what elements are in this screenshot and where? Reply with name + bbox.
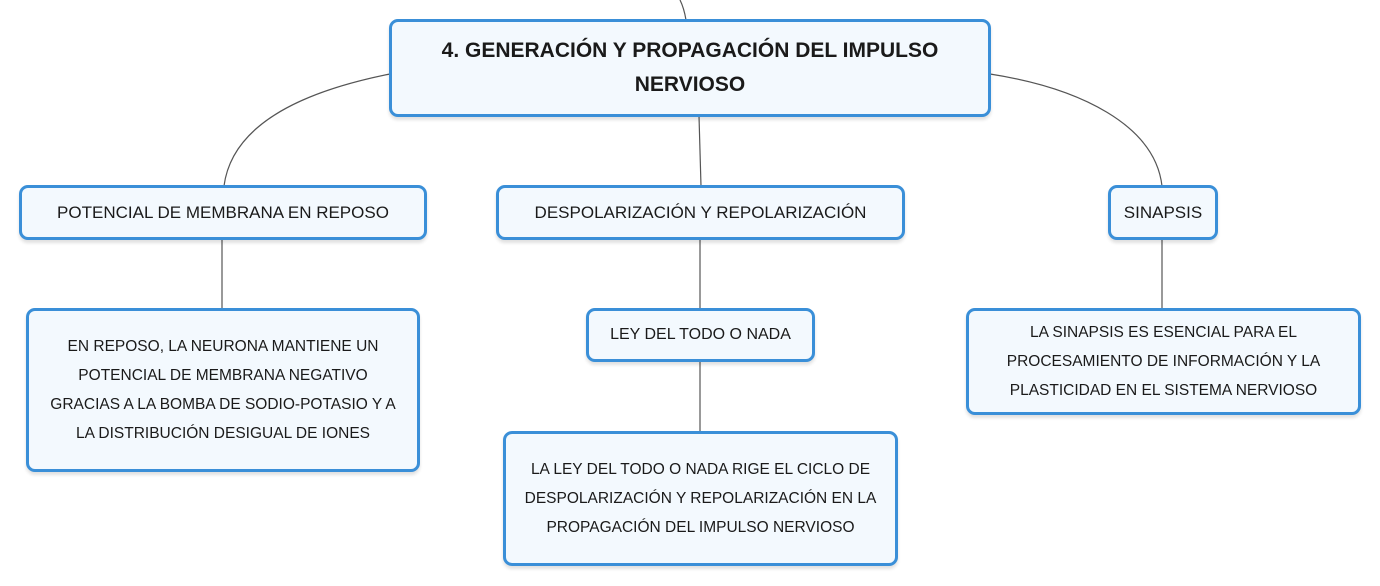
- sinapsis-detail-text: LA SINAPSIS ES ESENCIAL PARA EL PROCESAM…: [1006, 324, 1321, 399]
- sinapsis-detail-node[interactable]: LA SINAPSIS ES ESENCIAL PARA EL PROCESAM…: [966, 308, 1361, 415]
- branch-sinapsis-label: SINAPSIS: [1123, 202, 1203, 222]
- ley-detail-text: LA LEY DEL TODO O NADA RIGE EL CICLO DE …: [524, 461, 877, 536]
- connector-root-to-despolarizacion: [698, 115, 702, 187]
- branch-sinapsis-node[interactable]: SINAPSIS: [1108, 185, 1218, 240]
- branch-despolarizacion-node[interactable]: DESPOLARIZACIÓN Y REPOLARIZACIÓN: [496, 185, 905, 240]
- ley-del-todo-o-nada-node[interactable]: LEY DEL TODO O NADA: [586, 308, 815, 362]
- connector-root-to-potencial: [223, 73, 391, 187]
- root-topic-text: 4. GENERACIÓN Y PROPAGACIÓN DEL IMPULSO …: [441, 39, 939, 96]
- branch-potencial-de-membrana-label: POTENCIAL DE MEMBRANA EN REPOSO: [57, 202, 389, 222]
- root-topic-node[interactable]: 4. GENERACIÓN Y PROPAGACIÓN DEL IMPULSO …: [389, 19, 991, 117]
- branch-despolarizacion-label: DESPOLARIZACIÓN Y REPOLARIZACIÓN: [534, 202, 867, 222]
- connector-root-to-sinapsis: [989, 73, 1163, 187]
- branch-potencial-de-membrana-node[interactable]: POTENCIAL DE MEMBRANA EN REPOSO: [19, 185, 427, 240]
- potencial-detail-node[interactable]: EN REPOSO, LA NEURONA MANTIENE UN POTENC…: [26, 308, 420, 472]
- ley-del-todo-o-nada-label: LEY DEL TODO O NADA: [610, 326, 791, 343]
- ley-detail-node[interactable]: LA LEY DEL TODO O NADA RIGE EL CICLO DE …: [503, 431, 898, 566]
- connector-root-parent: [679, 0, 687, 21]
- potencial-detail-text: EN REPOSO, LA NEURONA MANTIENE UN POTENC…: [50, 338, 396, 442]
